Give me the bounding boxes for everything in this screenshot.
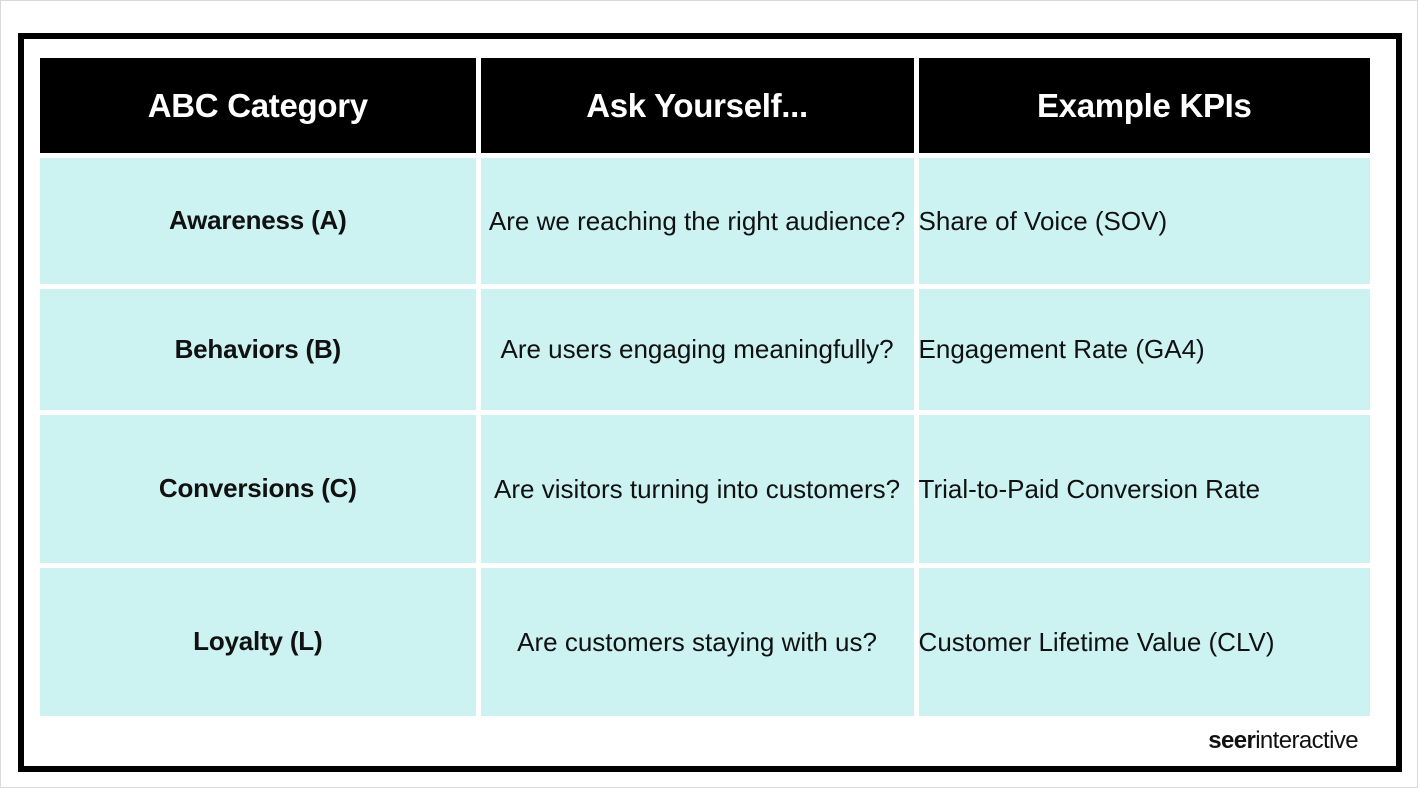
table-row: Awareness (A) Are we reaching the right …: [40, 158, 1370, 284]
abc-kpi-table: ABC Category Ask Yourself... Example KPI…: [35, 53, 1375, 721]
column-header-ask-yourself: Ask Yourself...: [480, 58, 914, 153]
table-body: Awareness (A) Are we reaching the right …: [40, 158, 1370, 716]
footer: seerinteractive: [40, 716, 1380, 755]
cell-ask-conversions: Are visitors turning into customers?: [480, 415, 914, 563]
cell-category-behaviors: Behaviors (B): [40, 289, 476, 410]
cell-category-conversions: Conversions (C): [40, 415, 476, 563]
seer-interactive-logo: seerinteractive: [1208, 727, 1358, 755]
cell-kpi-awareness: Share of Voice (SOV): [918, 158, 1370, 284]
logo-text-seer: seer: [1208, 727, 1256, 754]
table-header: ABC Category Ask Yourself... Example KPI…: [40, 58, 1370, 153]
cell-kpi-behaviors: Engagement Rate (GA4): [918, 289, 1370, 410]
cell-category-loyalty: Loyalty (L): [40, 568, 476, 716]
cell-ask-awareness: Are we reaching the right audience?: [480, 158, 914, 284]
logo-text-interactive: interactive: [1255, 727, 1358, 754]
cell-kpi-loyalty: Customer Lifetime Value (CLV): [918, 568, 1370, 716]
black-border-frame: ABC Category Ask Yourself... Example KPI…: [18, 33, 1402, 772]
frame-content: ABC Category Ask Yourself... Example KPI…: [24, 39, 1396, 766]
column-header-abc-category: ABC Category: [40, 58, 476, 153]
header-row: ABC Category Ask Yourself... Example KPI…: [40, 58, 1370, 153]
column-header-example-kpis: Example KPIs: [918, 58, 1370, 153]
cell-ask-loyalty: Are customers staying with us?: [480, 568, 914, 716]
cell-ask-behaviors: Are users engaging meaningfully?: [480, 289, 914, 410]
table-row: Behaviors (B) Are users engaging meaning…: [40, 289, 1370, 410]
cell-kpi-conversions: Trial-to-Paid Conversion Rate: [918, 415, 1370, 563]
cell-category-awareness: Awareness (A): [40, 158, 476, 284]
table-row: Conversions (C) Are visitors turning int…: [40, 415, 1370, 563]
table-row: Loyalty (L) Are customers staying with u…: [40, 568, 1370, 716]
